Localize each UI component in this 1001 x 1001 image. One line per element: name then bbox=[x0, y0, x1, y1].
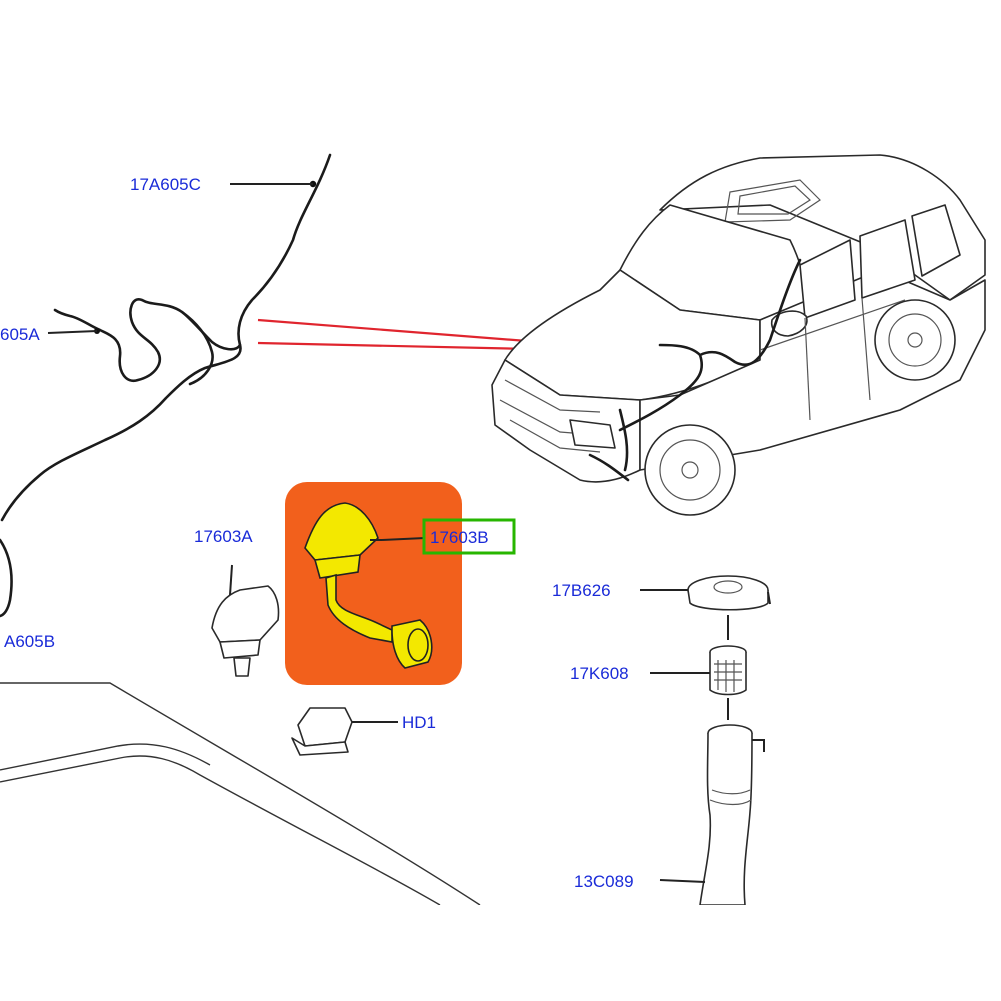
bottom-margin bbox=[0, 905, 1001, 1001]
pump-cap bbox=[640, 575, 771, 640]
highlight-panel bbox=[285, 482, 462, 685]
hose-fragment-left bbox=[0, 538, 13, 618]
filter bbox=[650, 645, 747, 720]
filler-hose bbox=[659, 724, 765, 906]
callout-17603b: 17603B bbox=[430, 528, 489, 547]
vehicle-illustration bbox=[491, 154, 986, 516]
callout-17b626: 17B626 bbox=[552, 581, 611, 600]
callout-17603a: 17603A bbox=[194, 527, 253, 546]
callout-17k608: 17K608 bbox=[570, 664, 629, 683]
leader-line bbox=[47, 330, 98, 334]
highlight-box bbox=[422, 518, 516, 555]
callout-hd1: HD1 bbox=[402, 713, 436, 732]
leader-line bbox=[381, 537, 426, 541]
clip-hd1 bbox=[291, 707, 398, 756]
callout-17a605c: 17A605C bbox=[130, 175, 201, 194]
callout-a605b: A605B bbox=[4, 632, 55, 651]
bonnet-panel bbox=[0, 682, 481, 906]
callout-13c089: 13C089 bbox=[574, 872, 634, 891]
washer-hose-harness bbox=[0, 153, 332, 522]
washer-jet-highlighted bbox=[304, 502, 433, 669]
callout-605a: 605A bbox=[0, 325, 40, 344]
washer-jet-a bbox=[211, 564, 280, 677]
